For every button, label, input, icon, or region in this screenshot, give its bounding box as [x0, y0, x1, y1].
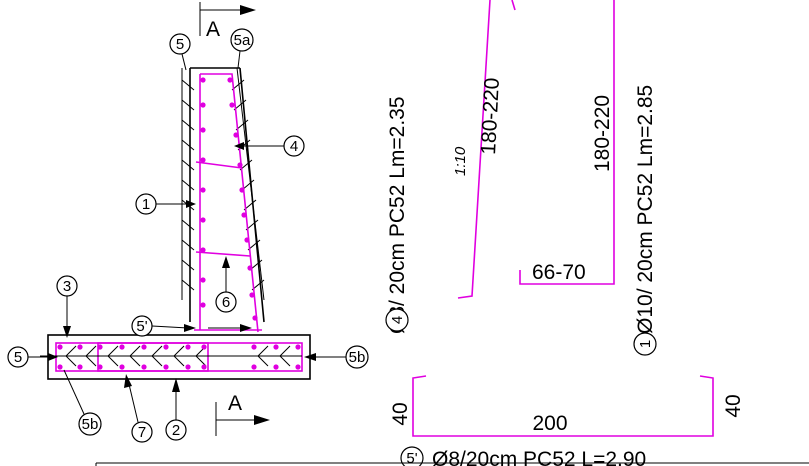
callout-6-label: 6 — [222, 294, 230, 311]
bar4-length-range: 180-220 — [477, 77, 504, 155]
callout-5b-right-label: 5b — [349, 349, 366, 366]
section-mark-top: A — [199, 2, 256, 41]
callout-5-prime-label: 5' — [136, 318, 147, 335]
callout-5b-bottom-label: 5b — [82, 416, 99, 433]
callout-4: 4 — [234, 135, 305, 157]
callout-2-label: 2 — [172, 422, 180, 439]
callout-5-left: 5 — [7, 346, 58, 368]
callout-3: 3 — [56, 275, 78, 338]
callout-5b-bottom: 5b — [63, 369, 102, 436]
bar5p-left-leg: 40 — [389, 402, 412, 425]
bar1-schedule: 66-70 180-220 Ø10/ 20cm PC52 Lm=2.85 1 — [519, 0, 657, 356]
callout-5a-label: 5a — [234, 32, 251, 49]
bar1-number: 1 — [637, 340, 654, 348]
bar1-spec: Ø10/ 20cm PC52 Lm=2.85 — [634, 85, 657, 334]
callout-1-label: 1 — [142, 196, 150, 213]
callout-3-label: 3 — [63, 278, 71, 295]
bar4-spec: Ø8/ 20cm PC52 Lm=2.35 — [386, 96, 409, 334]
wall-inner-rebar-cage — [194, 73, 262, 333]
section-label-top: A — [206, 18, 220, 41]
callout-2: 2 — [165, 378, 187, 441]
callout-5-left-label: 5 — [14, 349, 22, 366]
callout-1: 1 — [135, 193, 196, 215]
bar5p-number: 5' — [406, 450, 417, 466]
bar5p-right-leg: 40 — [722, 394, 745, 417]
callout-7-label: 7 — [138, 424, 146, 441]
callout-5a: 5a — [230, 28, 254, 69]
footing-rebar-dots — [57, 344, 301, 370]
callout-4-label: 4 — [290, 138, 298, 155]
bar5p-spec: Ø8/20cm PC52 L=2.90 — [432, 448, 646, 466]
section-mark-bottom: A — [215, 392, 270, 436]
callout-6: 6 — [215, 256, 237, 313]
bar4-slope: 1:10 — [452, 146, 469, 176]
callout-7: 7 — [124, 374, 153, 443]
bar5p-span: 200 — [532, 412, 567, 435]
callout-5-prime: 5' — [131, 315, 252, 337]
bar1-hook: 66-70 — [532, 261, 586, 284]
bar5p-schedule: 40 40 200 5' Ø8/20cm PC52 L=2.90 — [389, 375, 745, 466]
wall-rebar-dots — [200, 77, 258, 321]
callout-5b-right: 5b — [304, 345, 369, 369]
section-label-bottom: A — [228, 392, 242, 415]
callout-5-top: 5 — [169, 33, 191, 71]
callout-5-top-label: 5 — [176, 36, 184, 53]
bar4-number: 4 — [389, 316, 406, 324]
bar4-schedule: Ø8/ 20cm PC52 Lm=2.35 1:10 180-220 4 — [385, 0, 516, 334]
bar1-length-range: 180-220 — [591, 95, 614, 172]
